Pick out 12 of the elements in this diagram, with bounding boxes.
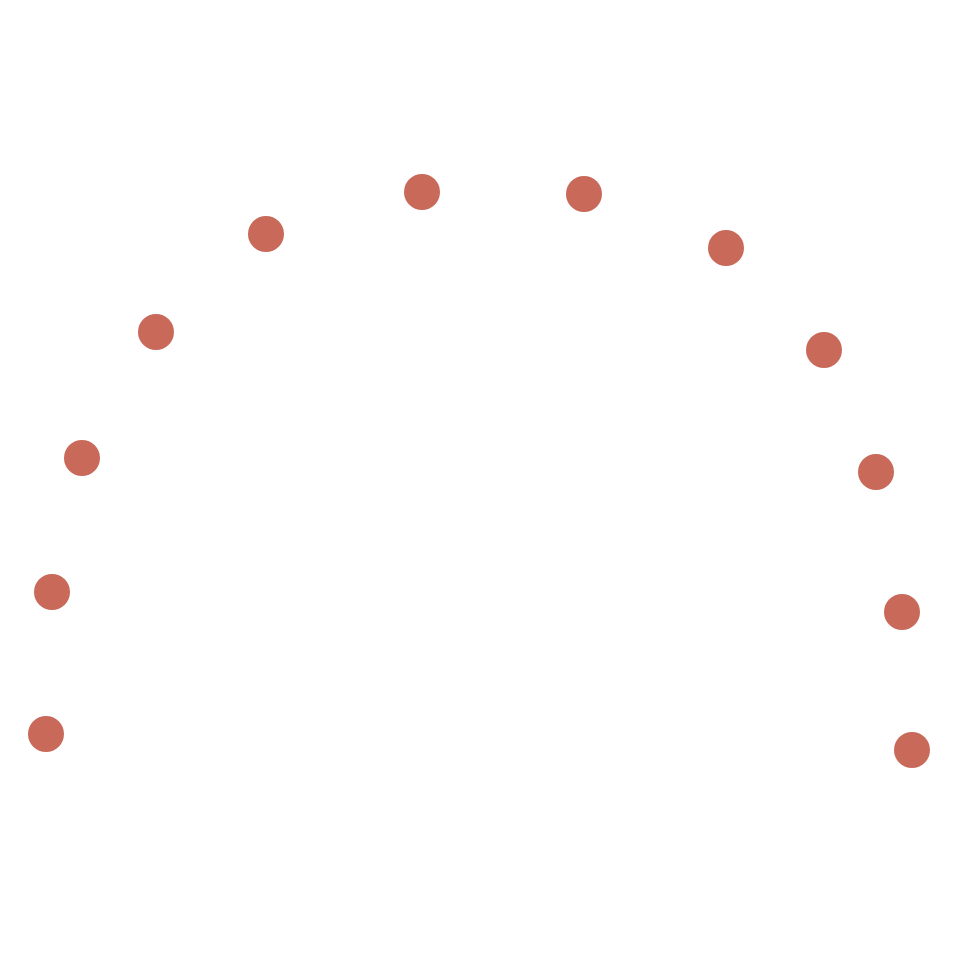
dot [28,716,64,752]
dot [858,454,894,490]
dot [806,332,842,368]
dot [248,216,284,252]
dot [404,174,440,210]
dot [566,176,602,212]
dot [894,732,930,768]
dot [884,594,920,630]
dot [34,574,70,610]
dot [708,230,744,266]
dot [64,440,100,476]
dot [138,314,174,350]
